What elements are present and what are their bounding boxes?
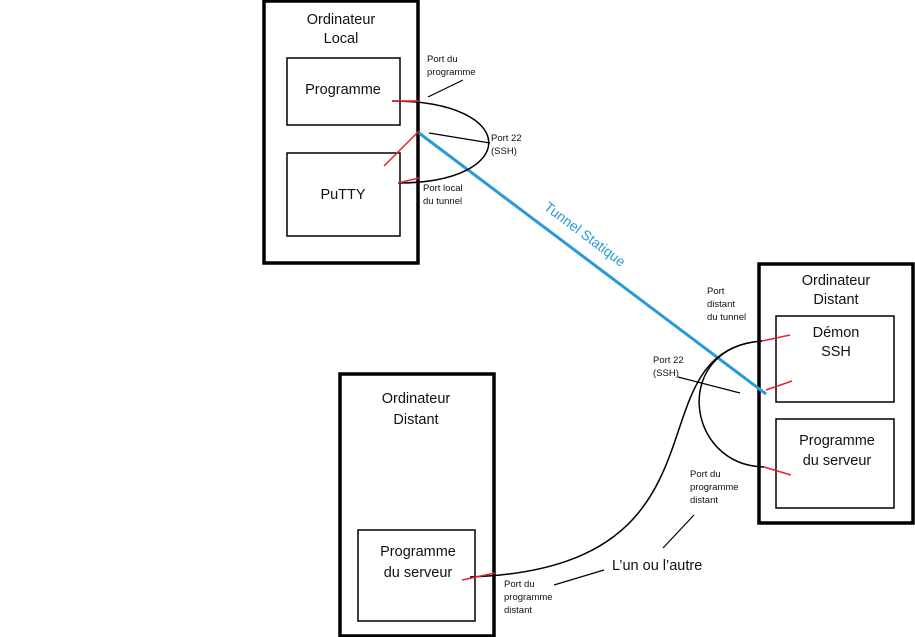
label-remote-ssh-port-line1: Port 22 xyxy=(653,355,684,366)
putty-box xyxy=(286,152,401,237)
ssh-daemon-label-line2: SSH xyxy=(821,344,851,360)
label-local-tunnel-port-line2: du tunnel xyxy=(423,196,462,207)
leader-program-port xyxy=(427,79,464,98)
remote-ssh-server-program-box xyxy=(775,418,895,509)
leader-either-left xyxy=(553,569,605,586)
remote-ssh-server-program-line1: Programme xyxy=(799,433,875,449)
label-local-tunnel-port-line1: Port local xyxy=(423,183,463,194)
label-remote-program-port-bottom-line2: programme xyxy=(504,592,553,603)
port-marker-server-program xyxy=(461,572,496,581)
remote-ssh-computer-title-line2: Distant xyxy=(813,292,858,308)
putty-label: PuTTY xyxy=(320,187,365,203)
label-remote-program-port-right-line2: programme xyxy=(690,482,739,493)
local-connection-curve xyxy=(391,100,490,184)
local-program-box xyxy=(286,57,401,126)
leader-remote-ssh-port xyxy=(677,376,741,394)
label-remote-tunnel-port-line3: du tunnel xyxy=(707,312,746,323)
remote-ssh-computer-title-line1: Ordinateur xyxy=(802,273,871,289)
static-tunnel-line xyxy=(418,131,767,396)
remote-ssh-server-program-line2: du serveur xyxy=(803,453,872,469)
port-marker-remote-program xyxy=(763,466,792,476)
port-marker-local-tunnel xyxy=(397,177,420,184)
label-remote-tunnel-port-line2: distant xyxy=(707,299,735,310)
leader-local-ssh-port xyxy=(428,132,491,144)
remote-server-program-line2: du serveur xyxy=(384,565,453,581)
label-program-port-line2: programme xyxy=(427,67,476,78)
label-program-port-line1: Port du xyxy=(427,54,458,65)
port-marker-remote-ssh xyxy=(765,380,793,391)
remote-server-program-line1: Programme xyxy=(380,544,456,560)
ssh-daemon-label-line1: Démon xyxy=(813,325,860,341)
remote-server-computer-box xyxy=(338,372,496,637)
label-remote-program-port-bottom-line3: distant xyxy=(504,605,532,616)
remote-ssh-computer-box xyxy=(757,262,915,525)
remote-loop-curve xyxy=(698,340,765,468)
local-computer-title-line1: Ordinateur xyxy=(307,12,376,28)
label-remote-program-port-right-line1: Port du xyxy=(690,469,721,480)
label-local-ssh-port-line1: Port 22 xyxy=(491,133,522,144)
label-remote-tunnel-port-line1: Port xyxy=(707,286,725,297)
leader-either-right xyxy=(662,514,695,549)
ssh-daemon-box xyxy=(775,315,895,403)
port-marker-local-ssh xyxy=(383,130,420,167)
label-local-ssh-port-line2: (SSH) xyxy=(491,146,517,157)
remote-server-computer-title-line1: Ordinateur xyxy=(382,391,451,407)
port-marker-remote-tunnel xyxy=(761,334,791,342)
label-remote-ssh-port-line2: (SSH) xyxy=(653,368,679,379)
remote-server-computer-title-line2: Distant xyxy=(393,412,438,428)
either-label: L’un ou l’autre xyxy=(612,558,702,574)
local-program-label: Programme xyxy=(305,82,381,98)
remote-server-program-box xyxy=(357,529,476,622)
local-computer-title-line2: Local xyxy=(324,31,359,47)
remote-server-connection-curve xyxy=(469,340,763,578)
label-remote-program-port-right-line3: distant xyxy=(690,495,718,506)
label-remote-program-port-bottom-line1: Port du xyxy=(504,579,535,590)
